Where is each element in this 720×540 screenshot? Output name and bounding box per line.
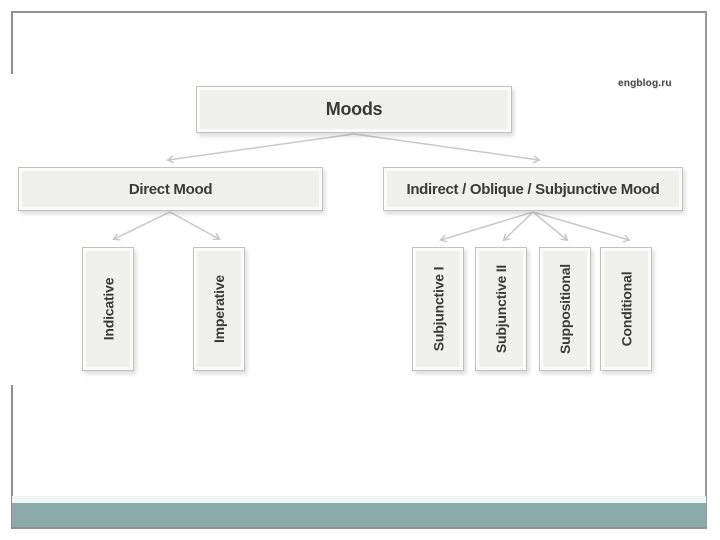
branch-node-direct-mood: Direct Mood xyxy=(18,167,323,211)
root-node-label: Moods xyxy=(325,99,383,119)
footer-bar xyxy=(12,503,706,529)
slide-frame-top xyxy=(11,11,707,13)
watermark: engblog.ru xyxy=(618,78,672,89)
branch-node-label: Direct Mood xyxy=(128,180,213,198)
slide-frame-left-top xyxy=(11,11,13,74)
leaf-node-label: Subjunctive II xyxy=(493,264,509,354)
leaf-node-label: Indicative xyxy=(100,277,116,341)
leaf-node-indicative: Indicative xyxy=(82,247,134,371)
leaf-node-conditional: Conditional xyxy=(600,247,652,371)
branch-node-indirect-mood: Indirect / Oblique / Subjunctive Mood xyxy=(383,167,683,211)
footer-bar-highlight xyxy=(12,496,706,503)
leaf-node-label: Conditional xyxy=(618,271,635,347)
leaf-node-label: Imperative xyxy=(211,274,228,344)
leaf-node-subjunctive-2: Subjunctive II xyxy=(475,247,527,371)
leaf-node-label: Suppositional xyxy=(557,264,574,354)
leaf-node-imperative: Imperative xyxy=(193,247,245,371)
leaf-node-suppositional: Suppositional xyxy=(539,247,591,371)
branch-node-label: Indirect / Oblique / Subjunctive Mood xyxy=(406,180,660,198)
slide-frame-left-bottom xyxy=(11,385,13,529)
root-node-moods: Moods xyxy=(196,86,512,133)
leaf-node-subjunctive-1: Subjunctive I xyxy=(412,247,464,371)
slide-frame-right xyxy=(705,11,707,529)
leaf-node-label: Subjunctive I xyxy=(430,266,446,352)
